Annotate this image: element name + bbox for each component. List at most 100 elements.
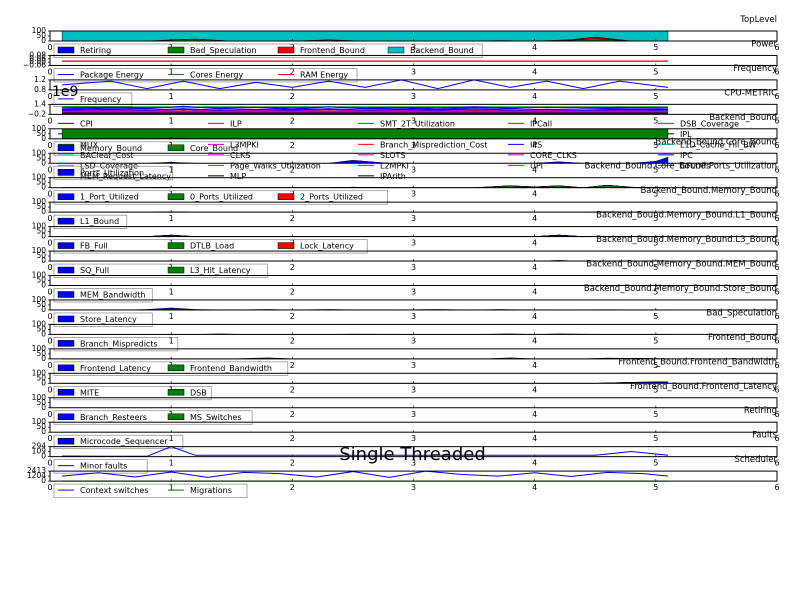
legend-swatch bbox=[58, 438, 74, 444]
x-tick-label: 2 bbox=[290, 459, 295, 468]
legend-swatch bbox=[58, 267, 74, 273]
legend-label: SQ_Full bbox=[80, 266, 109, 275]
x-tick-label: 4 bbox=[532, 92, 537, 101]
x-tick-label: 5 bbox=[653, 336, 658, 345]
x-tick-label: 0 bbox=[47, 434, 52, 443]
x-tick-label: 3 bbox=[411, 385, 416, 394]
y-tick-label: 100 bbox=[32, 148, 47, 157]
x-tick-label: 2 bbox=[290, 410, 295, 419]
x-tick-label: 4 bbox=[532, 483, 537, 492]
x-tick-label: 4 bbox=[532, 141, 537, 150]
x-tick-label: 0 bbox=[47, 165, 52, 174]
y-tick-label: 0.08 bbox=[29, 50, 46, 59]
series-area-0 bbox=[62, 157, 668, 163]
x-tick-label: 0 bbox=[47, 263, 52, 272]
x-tick-label: 4 bbox=[532, 434, 537, 443]
x-tick-label: 4 bbox=[532, 410, 537, 419]
x-tick-label: 4 bbox=[532, 214, 537, 223]
legend-swatch bbox=[58, 194, 74, 200]
x-tick-label: 3 bbox=[411, 483, 416, 492]
y-tick-label: 100 bbox=[32, 124, 47, 133]
panel-title: Backend_Bound bbox=[709, 113, 777, 123]
panel-title: Frontend_Bound.Frontend_Bandwidth bbox=[618, 357, 777, 367]
panel-0: 0501000123456TopLevelRetiringBad_Specula… bbox=[32, 15, 780, 58]
x-tick-label: 0 bbox=[47, 312, 52, 321]
legend-label: DSB bbox=[190, 388, 207, 397]
x-tick-label: 5 bbox=[653, 67, 658, 76]
legend-label: Retiring bbox=[80, 46, 111, 55]
x-tick-label: 0 bbox=[47, 361, 52, 370]
legend-swatch bbox=[58, 292, 74, 298]
legend-label: MEM_Bandwidth bbox=[80, 291, 145, 300]
legend-label: RAM Energy bbox=[300, 70, 348, 79]
legend-label: Memory_Bound bbox=[80, 144, 142, 153]
legend-swatch bbox=[168, 267, 184, 273]
legend-label: Migrations bbox=[190, 486, 232, 495]
x-tick-label: 2 bbox=[290, 288, 295, 297]
panel-title: Backend_Bound.Memory_Bound.MEM_Bound bbox=[586, 260, 777, 270]
panel-title: Frontend_Bound.Frontend_Latency bbox=[630, 382, 777, 392]
x-tick-label: 0 bbox=[47, 214, 52, 223]
y-tick-label: 100 bbox=[32, 393, 47, 402]
x-tick-label: 4 bbox=[532, 459, 537, 468]
y-tick-label: 100 bbox=[32, 246, 47, 255]
panel-title: Backend_Bound.Memory_Bound bbox=[640, 186, 777, 196]
x-tick-label: 5 bbox=[653, 410, 658, 419]
x-tick-label: 4 bbox=[532, 336, 537, 345]
legend-label: Cores Energy bbox=[190, 70, 244, 79]
x-tick-label: 2 bbox=[290, 165, 295, 174]
legend-swatch bbox=[168, 243, 184, 249]
x-tick-label: 1 bbox=[169, 288, 174, 297]
legend-swatch bbox=[58, 340, 74, 346]
x-tick-label: 2 bbox=[290, 312, 295, 321]
x-tick-label: 1 bbox=[169, 214, 174, 223]
panel-title: Scheduler bbox=[734, 455, 777, 465]
panel-title: CPU-METRIC bbox=[724, 88, 777, 98]
legend-label: 0_Ports_Utilized bbox=[190, 193, 253, 202]
x-tick-label: 1 bbox=[169, 434, 174, 443]
x-tick-label: 3 bbox=[411, 141, 416, 150]
x-tick-label: 1 bbox=[169, 483, 174, 492]
panel-title: Backend_Bound.Memory_Bound.Store_Bound bbox=[584, 284, 777, 294]
legend-swatch bbox=[278, 243, 294, 249]
x-tick-label: 5 bbox=[653, 116, 658, 125]
legend-swatch bbox=[168, 194, 184, 200]
legend-label: 2_Ports_Utilized bbox=[300, 193, 363, 202]
panel-title: TopLevel bbox=[739, 15, 777, 25]
y-tick-label: 100 bbox=[32, 222, 47, 231]
x-tick-label: 2 bbox=[290, 116, 295, 125]
legend-swatch bbox=[168, 414, 184, 420]
x-tick-label: 2 bbox=[290, 214, 295, 223]
legend-label: Frontend_Bound bbox=[300, 46, 365, 55]
y-tick-label: 100 bbox=[32, 295, 47, 304]
x-tick-label: 3 bbox=[411, 361, 416, 370]
y-tick-label: 100 bbox=[32, 344, 47, 353]
y-tick-label: 100 bbox=[32, 197, 47, 206]
x-tick-label: 2 bbox=[290, 434, 295, 443]
legend-label: Frontend_Bandwidth bbox=[190, 364, 272, 373]
x-tick-label: 2 bbox=[290, 263, 295, 272]
x-tick-label: 6 bbox=[774, 483, 779, 492]
y-tick-label: 294 bbox=[32, 442, 47, 451]
x-tick-label: 5 bbox=[653, 459, 658, 468]
legend-swatch bbox=[388, 47, 404, 53]
x-tick-label: 5 bbox=[653, 92, 658, 101]
legend-swatch bbox=[58, 365, 74, 371]
x-tick-label: 0 bbox=[47, 288, 52, 297]
y-tick-label: 100 bbox=[32, 319, 47, 328]
legend-label: IPArith bbox=[380, 172, 406, 181]
x-tick-label: 3 bbox=[411, 214, 416, 223]
legend-swatch bbox=[58, 218, 74, 224]
legend-label: Frequency bbox=[80, 95, 122, 104]
legend-swatch bbox=[58, 145, 74, 151]
x-tick-label: 0 bbox=[47, 116, 52, 125]
panel-title: Backend_Bound.Memory_Bound.L3_Bound bbox=[596, 235, 777, 245]
x-tick-label: 3 bbox=[411, 239, 416, 248]
legend-label: DTLB_Load bbox=[190, 242, 234, 251]
